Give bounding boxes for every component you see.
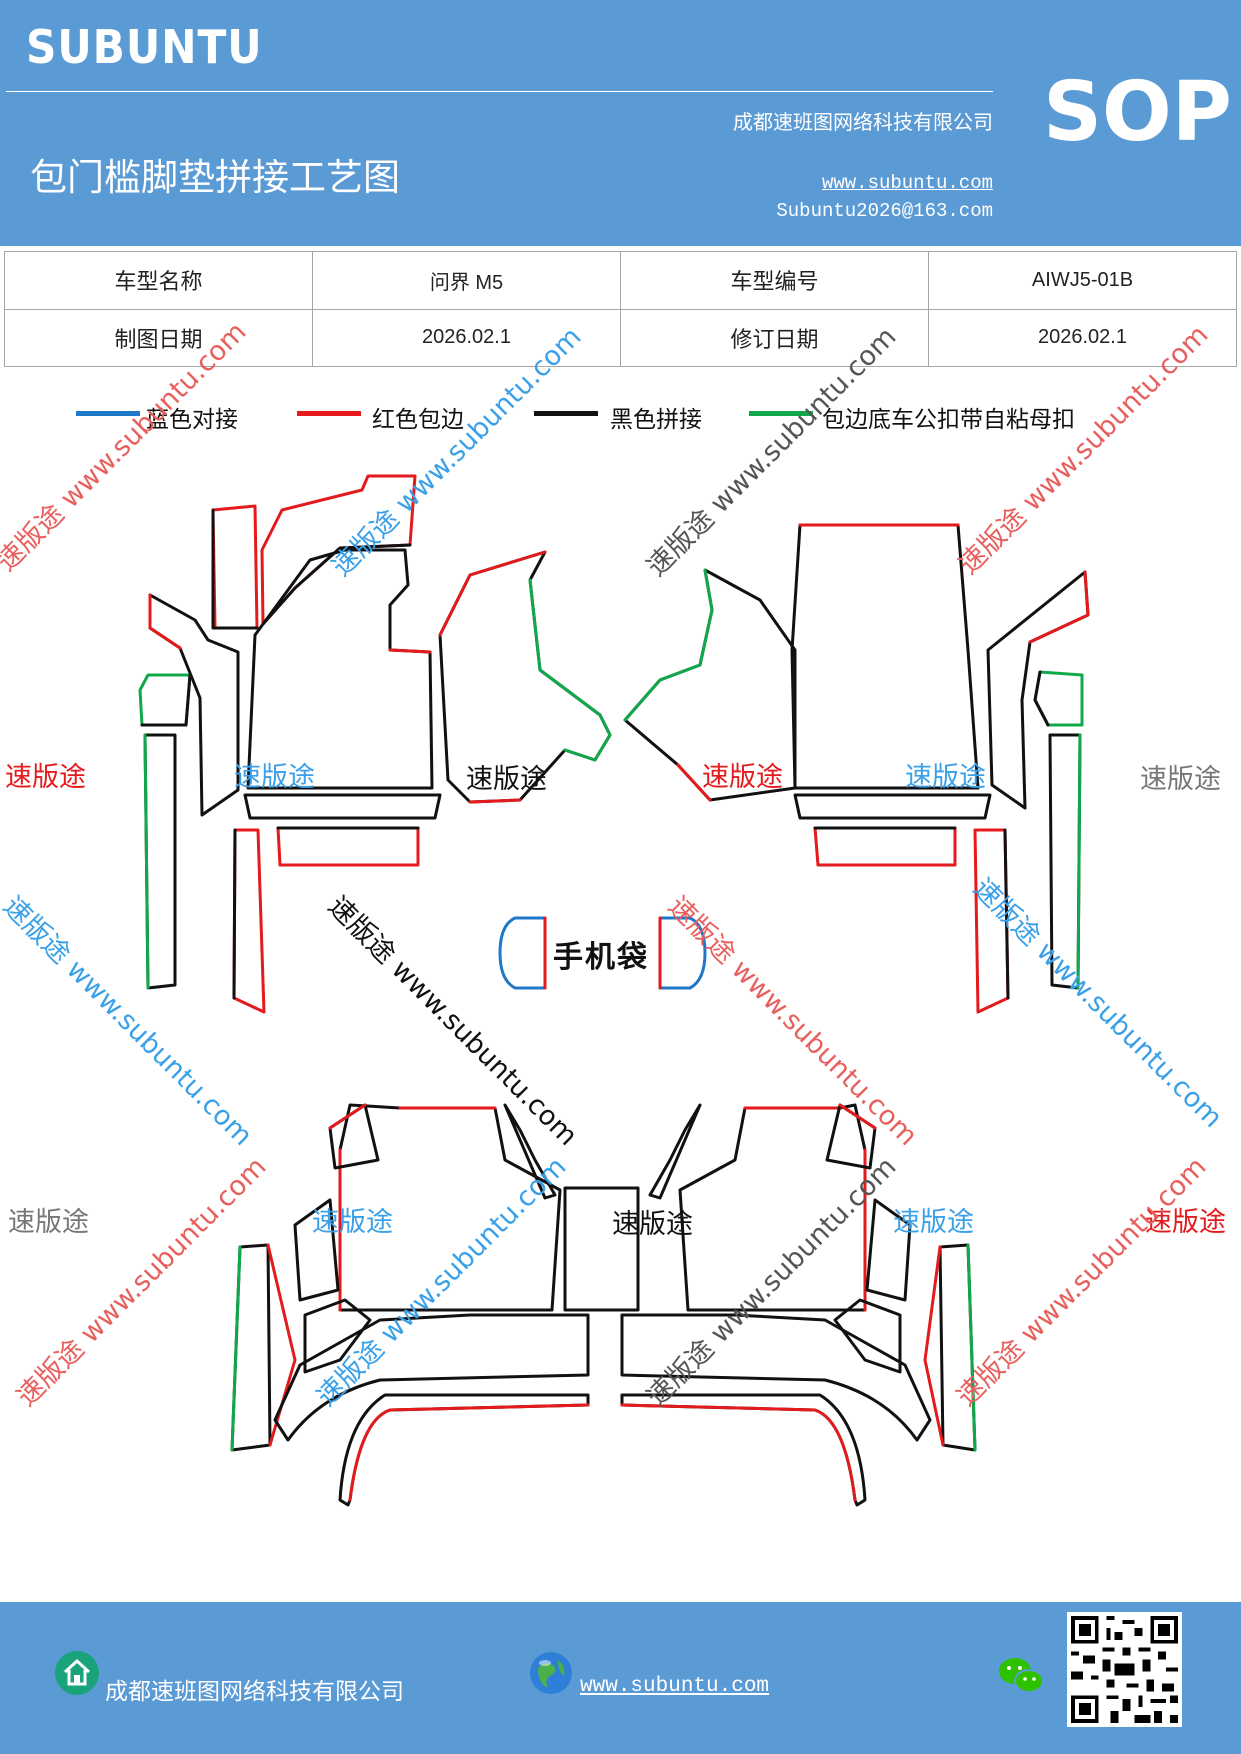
legend-label: 蓝色对接 xyxy=(146,407,238,433)
home-icon xyxy=(55,1651,99,1695)
header-company: 成都速班图网络科技有限公司 xyxy=(733,110,993,134)
globe-icon xyxy=(530,1652,572,1694)
watermark-brand: 速版途 xyxy=(702,762,783,793)
legend-item-red: 红色包边 xyxy=(297,400,497,440)
table-row: 车型名称 问界 M5 车型编号 AIWJ5-01B xyxy=(4,251,1237,310)
table-cell: AIWJ5-01B xyxy=(928,251,1237,310)
header-website-link[interactable]: www.subuntu.com xyxy=(821,172,993,194)
legend-label: 红色包边 xyxy=(372,407,464,433)
watermark-brand: 速版途 xyxy=(8,1207,89,1238)
table-cell: 2026.02.1 xyxy=(312,308,621,367)
legend-label: 黑色拼接 xyxy=(610,407,702,433)
legend-item-black: 黑色拼接 xyxy=(534,400,734,440)
watermark-brand: 速版途 xyxy=(312,1207,393,1238)
table-cell: 2026.02.1 xyxy=(928,308,1237,367)
header-banner: SUBUNTU 包门槛脚垫拼接工艺图 成都速班图网络科技有限公司 www.sub… xyxy=(0,0,1241,246)
sop-badge: SOP xyxy=(1043,65,1232,160)
table-cell: 制图日期 xyxy=(4,308,313,367)
watermark-brand: 速版途 xyxy=(1145,1207,1226,1238)
phone-bag-label: 手机袋 xyxy=(553,940,649,975)
table-cell: 车型编号 xyxy=(620,251,929,310)
legend-swatch xyxy=(76,411,140,416)
qr-code xyxy=(1067,1612,1182,1727)
table-row: 制图日期 2026.02.1 修订日期 2026.02.1 xyxy=(4,308,1237,367)
legend-swatch xyxy=(297,411,361,416)
watermark-brand: 速版途 xyxy=(905,762,986,793)
table-cell: 修订日期 xyxy=(620,308,929,367)
legend-item-green: 包边底车公扣带自粘母扣 xyxy=(749,400,1109,440)
legend-swatch xyxy=(534,411,598,416)
wechat-icon xyxy=(999,1658,1044,1693)
table-cell: 车型名称 xyxy=(4,251,313,310)
legend-item-blue: 蓝色对接 xyxy=(76,400,276,440)
watermark-brand: 速版途 xyxy=(466,764,547,795)
brand-logo: SUBUNTU xyxy=(26,20,263,74)
legend-label: 包边底车公扣带自粘母扣 xyxy=(822,407,1075,433)
watermark-brand: 速版途 xyxy=(893,1207,974,1238)
footer-website-link[interactable]: www.subuntu.com xyxy=(580,1675,770,1698)
header-email: Subuntu2026@163.com xyxy=(776,200,993,222)
document-title: 包门槛脚垫拼接工艺图 xyxy=(30,156,400,199)
watermark-brand: 速版途 xyxy=(1140,764,1221,795)
legend-swatch xyxy=(749,411,813,416)
info-table: 车型名称 问界 M5 车型编号 AIWJ5-01B 制图日期 2026.02.1… xyxy=(4,251,1237,367)
watermark-brand: 速版途 xyxy=(234,762,315,793)
table-cell: 问界 M5 xyxy=(312,251,621,310)
footer-company: 成都速班图网络科技有限公司 xyxy=(105,1679,404,1705)
watermark-brand: 速版途 xyxy=(612,1209,693,1240)
watermark-brand: 速版途 xyxy=(5,762,86,793)
header-divider xyxy=(6,91,993,92)
